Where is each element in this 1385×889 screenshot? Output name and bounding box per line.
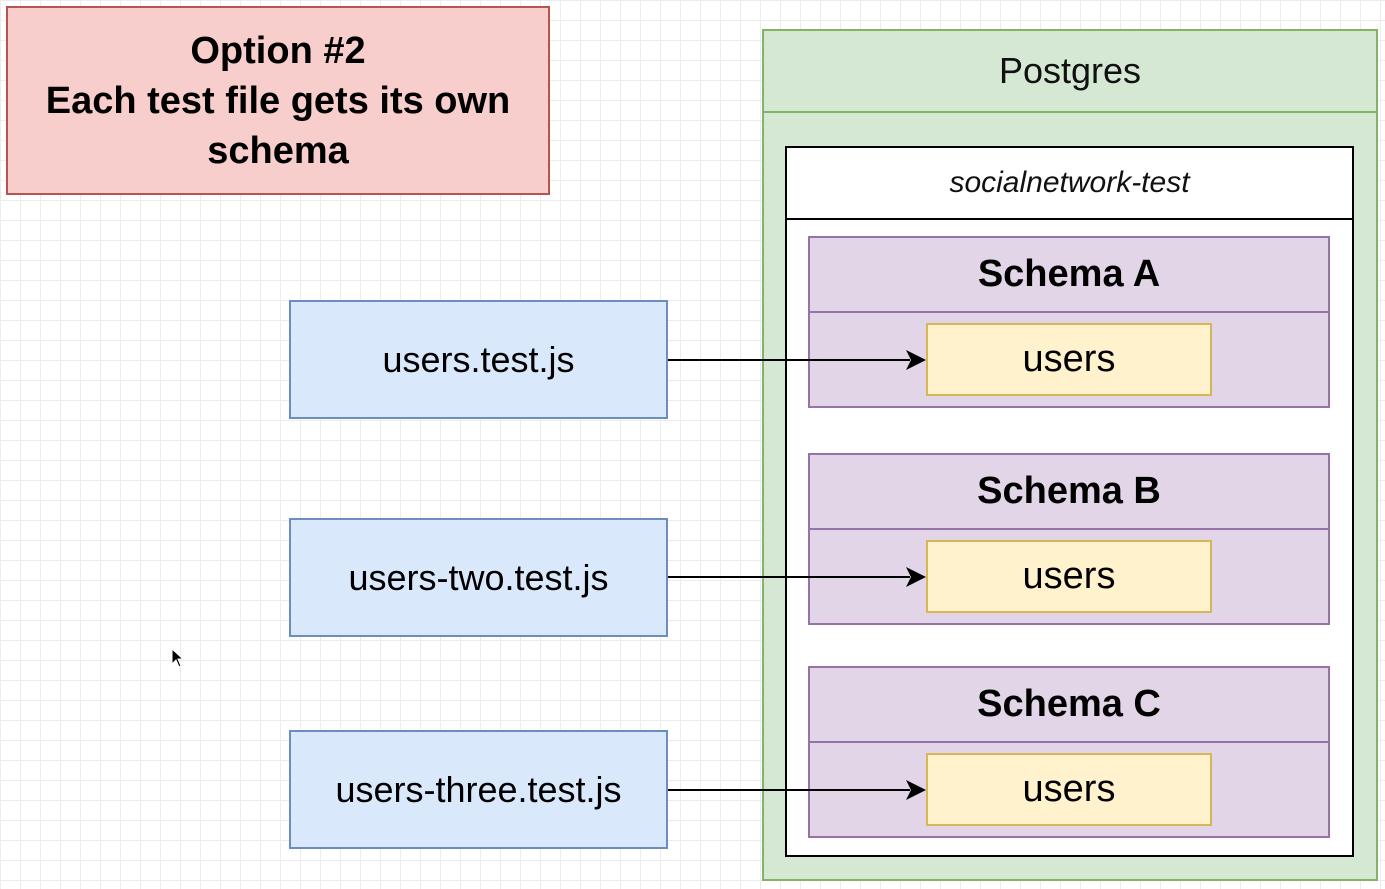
schema-label: Schema B: [977, 470, 1161, 512]
diagram-title: Option #2 Each test file gets its own sc…: [6, 6, 550, 195]
database-label: socialnetwork-test: [949, 166, 1190, 199]
postgres-label: Postgres: [998, 50, 1142, 91]
arrow-users-three-to-schema-c[interactable]: [668, 780, 926, 800]
arrow-users-two-to-schema-b[interactable]: [668, 567, 926, 587]
title-line-1: Option #2: [190, 29, 366, 72]
schema-b-users-table[interactable]: users: [926, 540, 1212, 613]
schema-b[interactable]: [808, 453, 1330, 625]
test-file-label: users-three.test.js: [335, 768, 622, 810]
title-line-2: Each test file gets its own: [45, 79, 511, 122]
schema-c-header: Schema C: [808, 666, 1330, 743]
postgres-header: Postgres: [762, 29, 1378, 113]
test-file-users[interactable]: users.test.js: [289, 300, 668, 419]
schema-label: Schema C: [977, 683, 1161, 725]
test-file-label: users.test.js: [382, 338, 575, 380]
test-file-users-two[interactable]: users-two.test.js: [289, 518, 668, 637]
arrow-users-to-schema-a[interactable]: [668, 350, 926, 370]
table-label: users: [1022, 555, 1116, 597]
table-label: users: [1022, 768, 1116, 810]
schema-label: Schema A: [977, 253, 1161, 295]
title-line-3: schema: [207, 129, 349, 172]
schema-c-users-table[interactable]: users: [926, 753, 1212, 826]
schema-a-header: Schema A: [808, 236, 1330, 313]
test-file-label: users-two.test.js: [348, 556, 609, 598]
mouse-cursor-icon: [171, 648, 185, 668]
schema-b-header: Schema B: [808, 453, 1330, 530]
database-header: socialnetwork-test: [785, 146, 1354, 220]
schema-a-users-table[interactable]: users: [926, 323, 1212, 396]
test-file-users-three[interactable]: users-three.test.js: [289, 730, 668, 849]
table-label: users: [1022, 338, 1116, 380]
